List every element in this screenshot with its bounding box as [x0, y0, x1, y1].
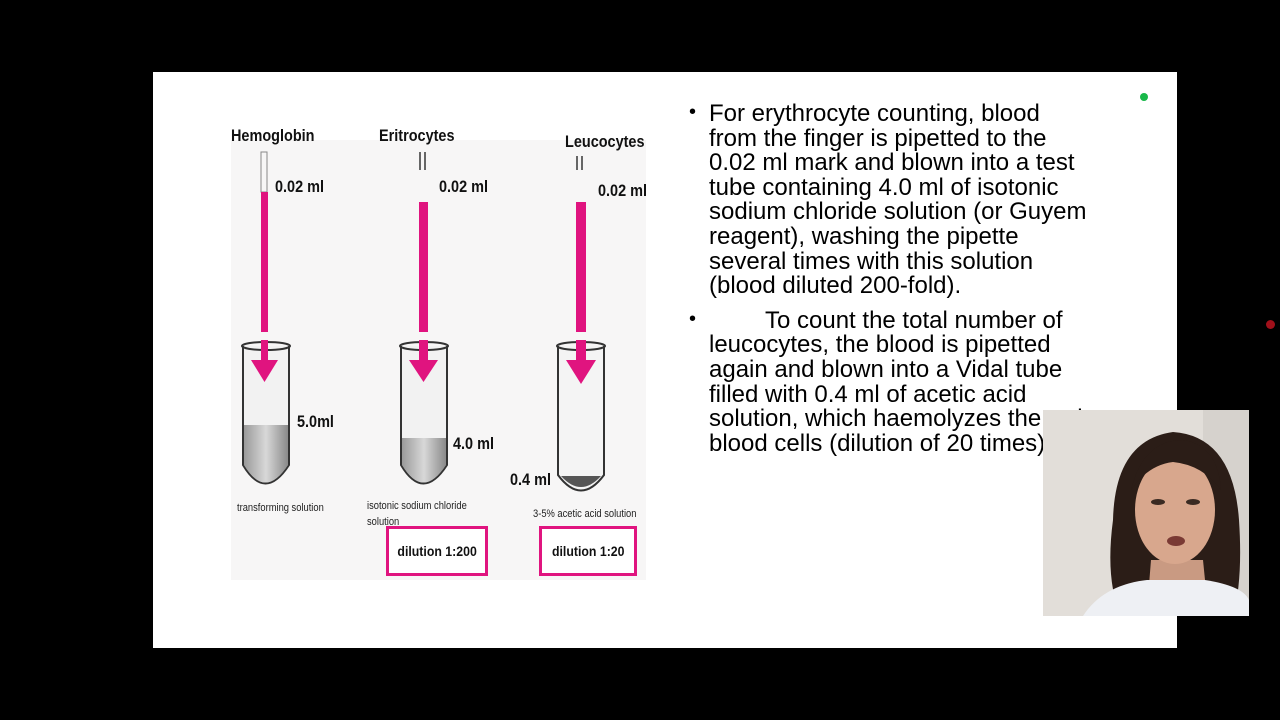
- bullet-dot-icon: •: [689, 101, 697, 123]
- figure-drawing: [231, 140, 646, 580]
- arrow-shaft: [261, 340, 268, 362]
- tube-liquid: [561, 476, 601, 487]
- eritrocytes-apparatus: [399, 152, 449, 485]
- leucocytes-dilution-box: dilution 1:20: [539, 526, 637, 576]
- leucocytes-dilution-label: dilution 1:20: [551, 543, 625, 559]
- tube-liquid: [402, 438, 446, 483]
- hemoglobin-solution-label: transforming solution: [237, 502, 324, 514]
- arrow-shaft: [419, 340, 428, 362]
- leucocytes-tube-volume: 0.4 ml: [510, 470, 551, 489]
- arrow-down-icon: [251, 360, 278, 382]
- leucocytes-pipette-volume: 0.02 ml: [598, 181, 648, 200]
- bullet-leucocyte-counting: • To count the total number of leucocyte…: [689, 306, 1089, 457]
- pipette: [576, 202, 586, 332]
- slide: Hemoglobin 0.02 ml 5.0ml transforming so…: [153, 72, 1177, 648]
- eritrocytes-title: Eritrocytes: [379, 126, 455, 145]
- blood-dilution-figure: Hemoglobin 0.02 ml 5.0ml transforming so…: [231, 120, 651, 580]
- arrow-down-icon: [566, 360, 596, 384]
- leucocytes-apparatus: [556, 156, 606, 492]
- leucocytes-title: Leucocytes: [565, 132, 645, 151]
- presenter-webcam-video: [1043, 410, 1249, 616]
- bullet-dot-icon: •: [689, 307, 697, 330]
- eritrocytes-tube-volume: 4.0 ml: [453, 434, 494, 453]
- pipette: [261, 192, 268, 332]
- record-dot-icon: [1266, 320, 1275, 329]
- eritrocytes-solution-label: isotonic sodium chloride solution: [367, 500, 467, 528]
- test-tube: [557, 346, 605, 492]
- bullet-list: • For erythrocyte counting, blood from t…: [689, 100, 1089, 457]
- pipette-tip: [581, 156, 583, 170]
- presenter-image: [1043, 410, 1249, 616]
- status-dot-icon: [1140, 93, 1148, 101]
- hemoglobin-apparatus: [241, 151, 291, 485]
- eritrocytes-dilution-label: dilution 1:200: [397, 543, 477, 559]
- hemoglobin-tube-volume: 5.0ml: [297, 412, 334, 431]
- arrow-shaft: [576, 340, 586, 362]
- bullet-erythrocyte-counting: • For erythrocyte counting, blood from t…: [689, 100, 1089, 300]
- hemoglobin-title: Hemoglobin: [231, 126, 315, 145]
- bullet-text: For erythrocyte counting, blood from the…: [709, 100, 1087, 300]
- pipette-tip: [419, 152, 421, 170]
- arrow-down-icon: [409, 360, 438, 382]
- pipette-tip: [576, 156, 578, 170]
- leucocytes-solution-label: 3-5% acetic acid solution: [533, 508, 637, 520]
- bullet-text: To count the total number of leucocytes,…: [709, 306, 1083, 457]
- hemoglobin-pipette-volume: 0.02 ml: [275, 177, 325, 196]
- eritrocytes-pipette-volume: 0.02 ml: [439, 177, 489, 196]
- tube-liquid: [244, 425, 288, 483]
- pipette: [419, 202, 428, 332]
- eritrocytes-dilution-box: dilution 1:200: [386, 526, 488, 576]
- pipette-tip: [424, 152, 426, 170]
